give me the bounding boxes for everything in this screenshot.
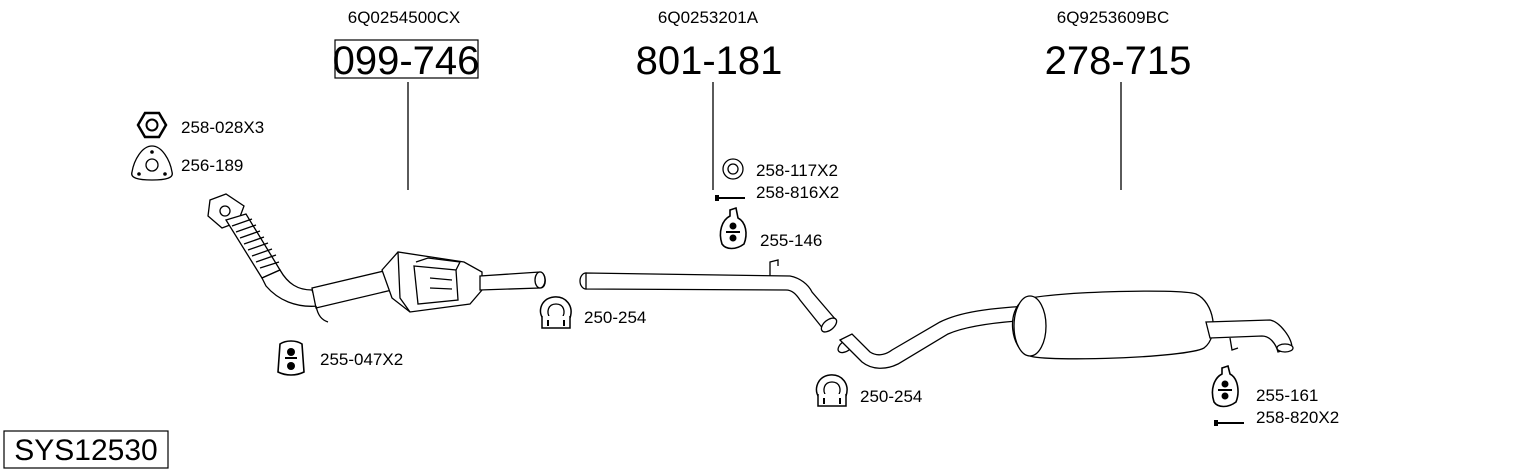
label-clamp-front: 250-254 xyxy=(584,308,646,327)
label-nut: 258-028X3 xyxy=(181,118,264,137)
rubber-mount-icon[interactable] xyxy=(277,340,305,376)
hanger-rear-icon[interactable] xyxy=(1211,364,1239,408)
label-rubber-mount-front: 255-047X2 xyxy=(320,350,403,369)
label-bolt-rear: 258-820X2 xyxy=(1256,408,1339,427)
flange-gasket-icon[interactable] xyxy=(131,145,173,181)
ring-icon[interactable] xyxy=(722,158,744,180)
label-bolt-mid: 258-816X2 xyxy=(756,183,839,202)
part-number-3[interactable]: 278-715 xyxy=(1045,39,1192,83)
label-ring: 258-117X2 xyxy=(756,161,838,180)
bolt-mid-icon[interactable] xyxy=(715,195,745,201)
label-clamp-mid: 250-254 xyxy=(860,387,922,406)
part-number-2[interactable]: 801-181 xyxy=(636,39,783,83)
oe-number-2: 6Q0253201A xyxy=(658,8,759,27)
hex-nut-icon[interactable] xyxy=(136,111,168,139)
part-number-box-1 xyxy=(334,39,479,79)
label-flange-gasket: 256-189 xyxy=(181,156,243,175)
oe-number-1: 6Q0254500CX xyxy=(348,8,460,27)
part-number-1[interactable]: 099-746 xyxy=(333,39,480,83)
middle-pipe[interactable] xyxy=(579,259,839,335)
system-code: SYS12530 xyxy=(14,434,157,467)
front-pipe-catalytic-converter[interactable] xyxy=(207,193,546,323)
bolt-rear-icon[interactable] xyxy=(1214,420,1244,426)
oe-number-3: 6Q9253609BC xyxy=(1057,8,1169,27)
system-code-box xyxy=(3,430,169,469)
label-hanger-mid: 255-146 xyxy=(760,231,822,250)
rear-silencer[interactable] xyxy=(836,290,1294,369)
hanger-mid-icon[interactable] xyxy=(719,206,747,250)
label-hanger-rear: 255-161 xyxy=(1256,386,1318,405)
clamp-mid-icon[interactable] xyxy=(815,374,848,407)
clamp-front-icon[interactable] xyxy=(539,296,572,329)
